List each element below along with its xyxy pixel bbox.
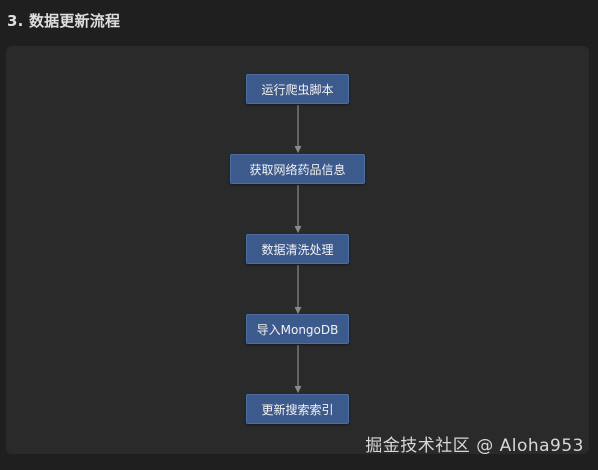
flow-node-fetch-drug-info: 获取网络药品信息 <box>230 154 365 184</box>
flow-node-update-search-index: 更新搜索索引 <box>246 394 349 424</box>
flow-node-import-mongodb: 导入MongoDB <box>246 314 349 344</box>
watermark: 掘金技术社区 @ Aloha953 <box>365 436 584 456</box>
flow-node-data-cleaning: 数据清洗处理 <box>246 234 349 264</box>
flow-node-run-crawler: 运行爬虫脚本 <box>246 74 349 104</box>
section-title: 3. 数据更新流程 <box>7 12 121 30</box>
arrowhead-icon <box>294 307 302 314</box>
arrowhead-icon <box>294 386 302 393</box>
arrowhead-icon <box>294 226 302 233</box>
arrowhead-icon <box>294 146 302 153</box>
